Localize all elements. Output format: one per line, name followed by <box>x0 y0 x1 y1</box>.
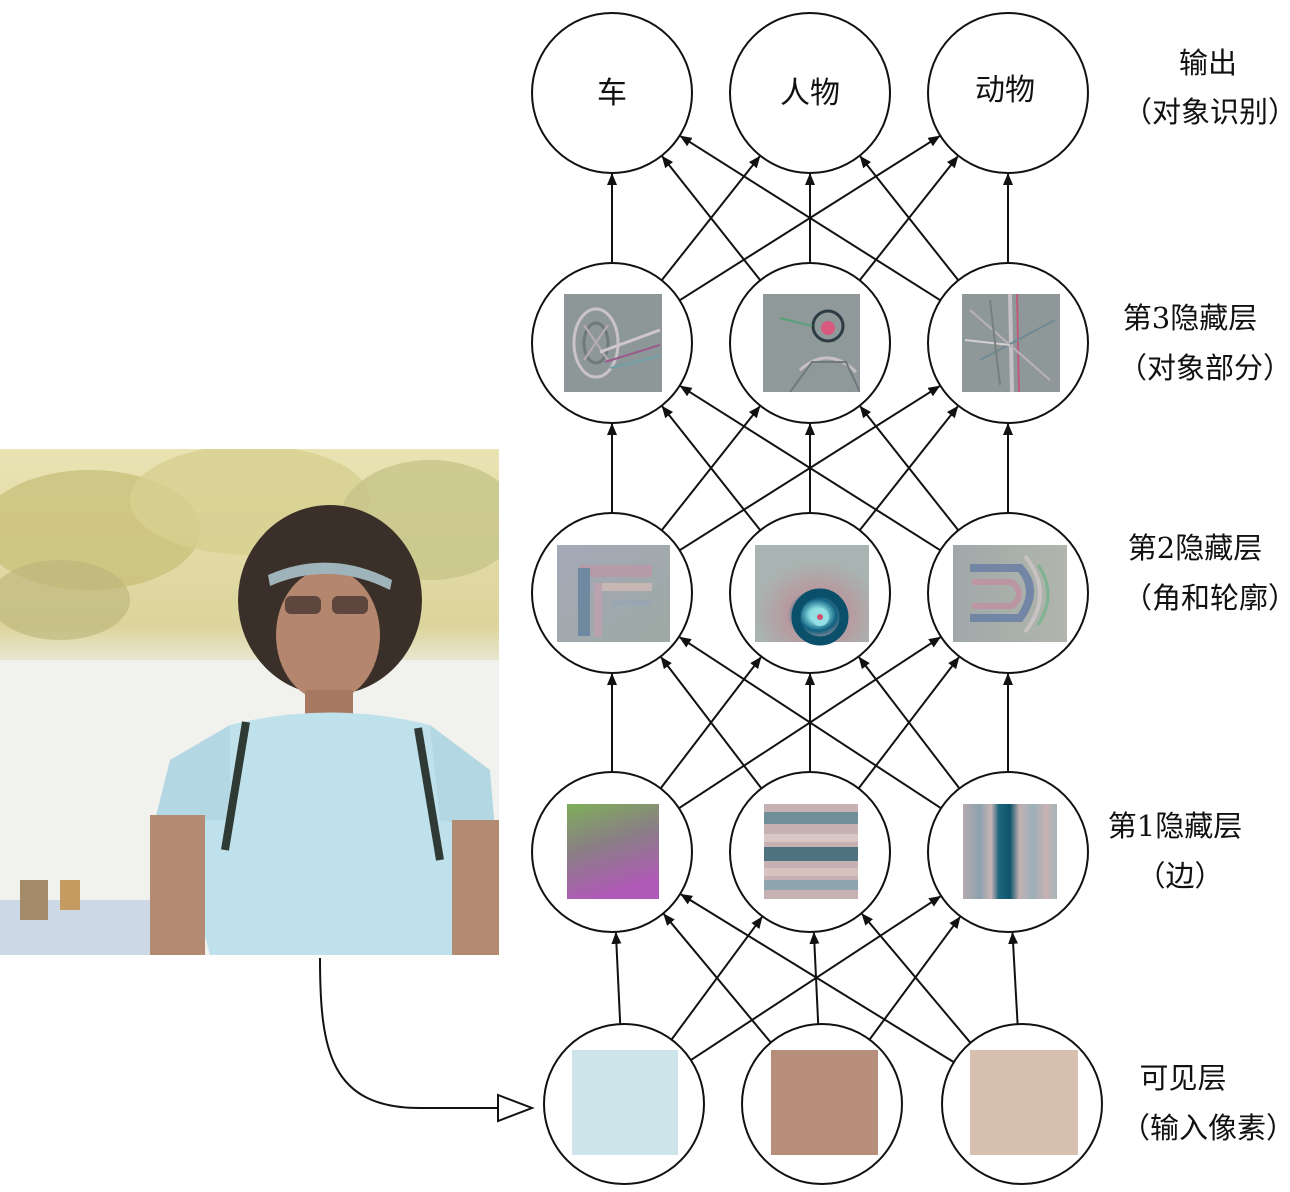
connection-arrow <box>868 916 961 1041</box>
visible-node-2 <box>741 1023 903 1185</box>
output-node-animal: 动物 <box>927 12 1089 174</box>
hidden3-node-1 <box>531 262 693 424</box>
wheel-part-feature <box>564 294 662 392</box>
person-part-feature <box>763 294 860 392</box>
connection-arrow <box>861 913 972 1044</box>
connection-arrow <box>859 155 960 281</box>
output-node-animal-label: 动物 <box>975 73 1035 108</box>
pixel-swatch-2 <box>771 1050 878 1155</box>
visible-node-1 <box>543 1023 705 1185</box>
connection-arrow <box>858 656 961 790</box>
hidden3-layer-title: 第3隐藏层 <box>1123 301 1257 335</box>
visible-node-3 <box>941 1023 1103 1185</box>
animal-part-feature <box>962 294 1060 392</box>
hidden2-node-2 <box>729 512 891 674</box>
connection-arrow <box>611 931 622 1025</box>
hidden2-node-3 <box>927 512 1089 674</box>
input-arrow <box>319 957 498 1109</box>
hidden2-layer-subtitle: （角和轮廓） <box>1123 581 1290 615</box>
connection-arrow <box>663 913 772 1044</box>
output-node-person: 人物 <box>729 12 891 174</box>
connection-arrow <box>679 385 941 552</box>
hidden3-node-3 <box>927 262 1089 424</box>
connection-arrow <box>660 656 763 790</box>
pixel-swatch-1 <box>572 1050 678 1155</box>
hidden2-layer-title: 第2隐藏层 <box>1128 531 1262 565</box>
visible-layer-subtitle: （输入像素） <box>1121 1111 1290 1145</box>
nodes: 车 人物 动物 <box>531 12 1103 1185</box>
output-node-car-label: 车 <box>597 76 627 111</box>
layer-labels: 输出 （对象识别） 第3隐藏层 （对象部分） 第2隐藏层 （角和轮廓） 第1隐藏… <box>1108 46 1290 1145</box>
connections <box>607 135 1019 1063</box>
input-photo <box>0 449 499 955</box>
hidden1-node-1 <box>531 771 693 933</box>
hidden3-layer-subtitle: （对象部分） <box>1118 351 1290 385</box>
horizontal-stripes-feature <box>764 804 858 899</box>
connection-arrow <box>678 636 942 810</box>
connection-arrow <box>661 155 762 281</box>
input-arrow-head <box>497 1093 535 1123</box>
output-node-person-label: 人物 <box>780 76 840 111</box>
connection-arrow <box>679 135 941 302</box>
hidden1-layer-title: 第1隐藏层 <box>1108 809 1242 843</box>
contour-feature <box>953 545 1067 642</box>
connection-arrow <box>661 405 762 531</box>
vertical-stripes-feature <box>963 804 1057 899</box>
gradient-edge-feature <box>567 804 659 899</box>
hidden1-node-2 <box>729 771 891 933</box>
blob-feature <box>755 545 869 646</box>
output-layer-subtitle: （对象识别） <box>1123 95 1290 129</box>
connection-arrow <box>859 405 960 531</box>
visible-layer-title: 可见层 <box>1139 1061 1226 1095</box>
hidden1-node-3 <box>927 771 1089 933</box>
output-layer-title: 输出 <box>1179 46 1237 80</box>
corner-feature <box>557 545 670 642</box>
output-node-car: 车 <box>531 12 693 174</box>
connection-arrow <box>1008 931 1019 1025</box>
hidden2-node-1 <box>531 512 693 674</box>
hidden3-node-2 <box>729 262 891 424</box>
connection-arrow <box>680 893 955 1063</box>
pixel-swatch-3 <box>970 1050 1078 1155</box>
hidden1-layer-subtitle: （边） <box>1136 859 1223 893</box>
